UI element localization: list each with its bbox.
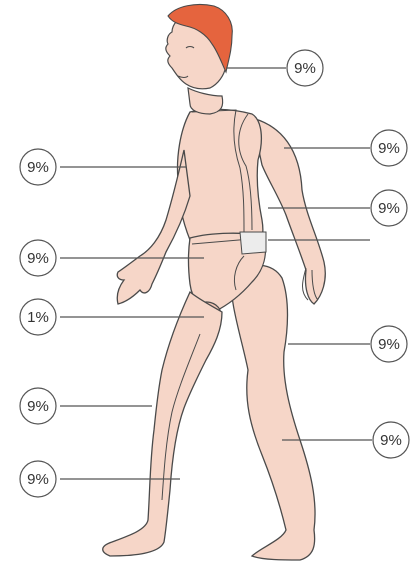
label-arm-right: 9% — [371, 130, 407, 166]
label-text-thigh-front: 9% — [27, 398, 49, 415]
neck — [188, 88, 223, 114]
label-shin-front: 9% — [20, 461, 56, 497]
near-arm — [117, 150, 190, 304]
label-chest: 9% — [20, 149, 56, 185]
torso — [178, 109, 263, 244]
label-genitals: 1% — [20, 299, 56, 335]
label-text-leg-back-lower: 9% — [380, 432, 402, 449]
label-leg-back-lower: 9% — [373, 422, 409, 458]
label-text-leg-back-upper: 9% — [378, 336, 400, 353]
label-text-abdomen: 9% — [27, 250, 49, 267]
label-head: 9% — [287, 50, 323, 86]
label-back: 9% — [371, 190, 407, 226]
label-text-back: 9% — [378, 200, 400, 217]
far-leg — [230, 265, 315, 560]
label-leg-back-upper: 9% — [371, 326, 407, 362]
head — [166, 4, 232, 88]
label-thigh-front: 9% — [20, 388, 56, 424]
near-leg — [103, 292, 222, 556]
label-text-chest: 9% — [27, 159, 49, 176]
label-abdomen: 9% — [20, 240, 56, 276]
label-text-arm-right: 9% — [378, 140, 400, 157]
label-text-head: 9% — [294, 60, 316, 77]
label-text-shin-front: 9% — [27, 471, 49, 488]
label-text-genitals: 1% — [27, 309, 49, 326]
